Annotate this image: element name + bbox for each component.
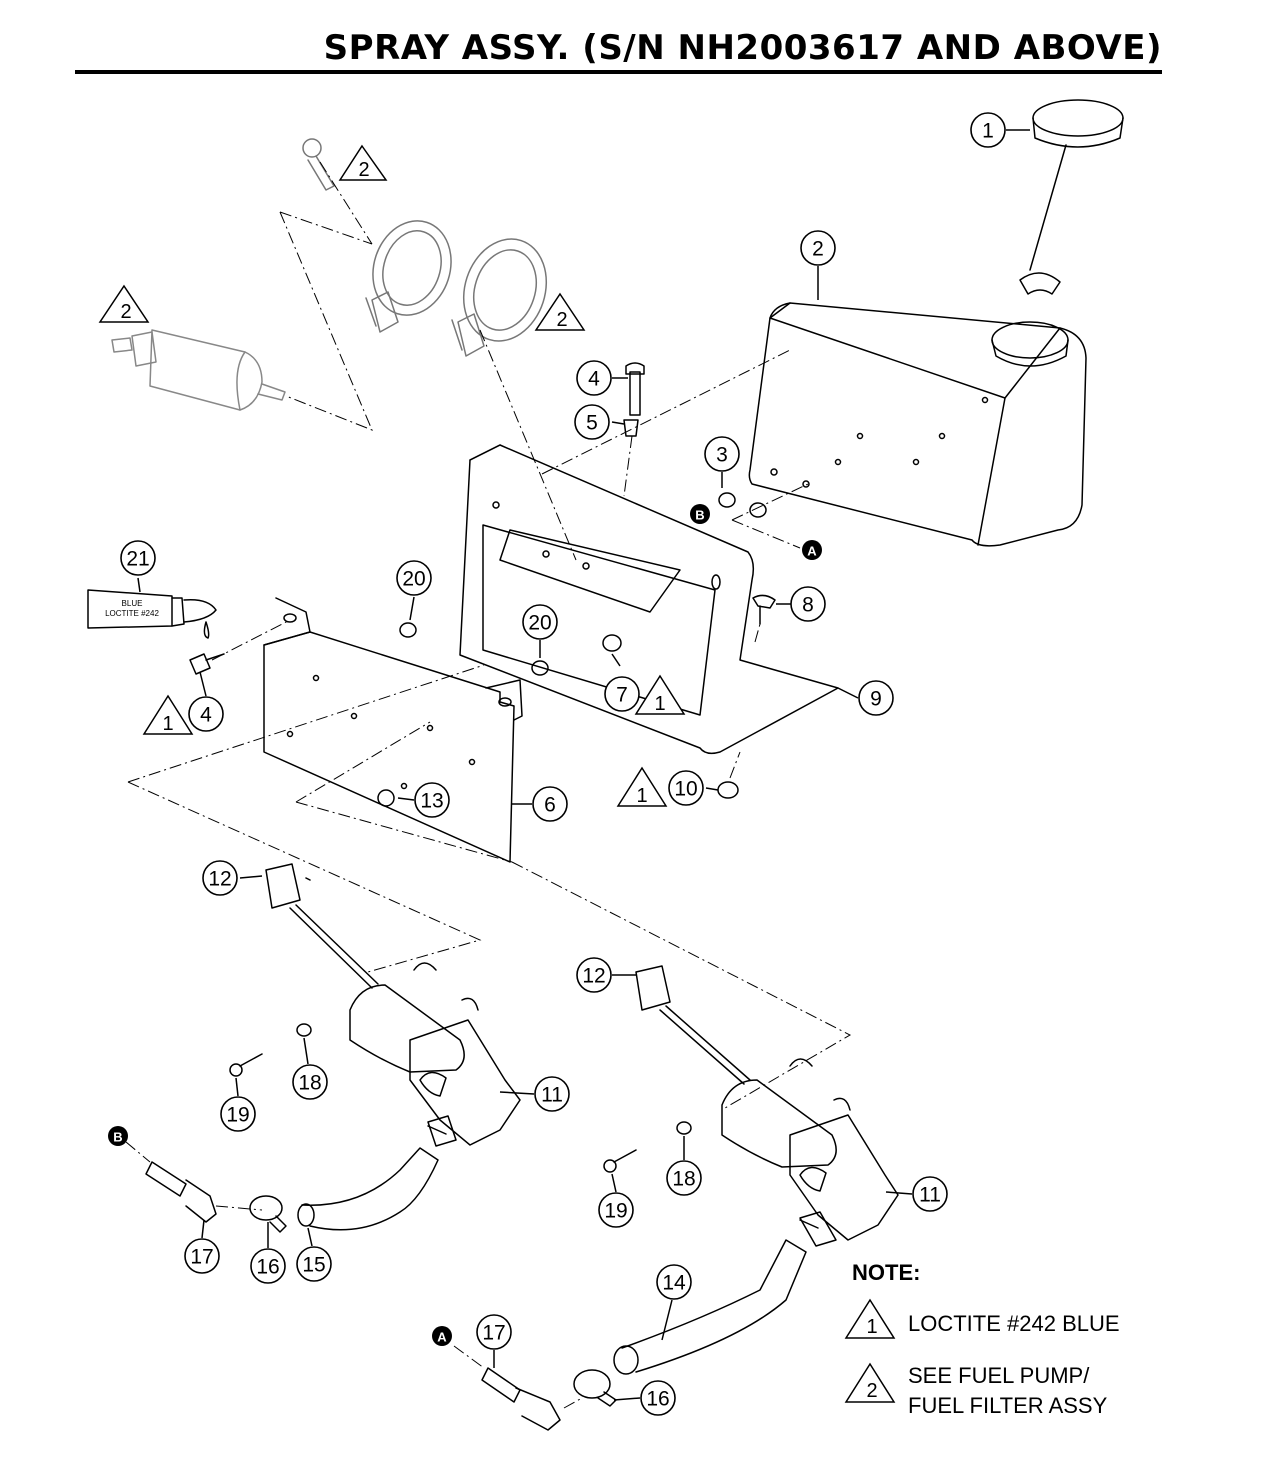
triangle-markers — [98, 144, 686, 807]
pump-part — [265, 863, 521, 1147]
mounting-plate-part — [263, 597, 523, 863]
callout-9: 9 — [870, 688, 882, 711]
note-marker-1: 1 — [636, 785, 647, 807]
callout-3: 3 — [716, 444, 728, 467]
page-title: SPRAY ASSY. (S/N NH2003617 AND ABOVE) — [323, 28, 1162, 68]
callout-10: 10 — [674, 778, 697, 801]
callout-20: 20 — [402, 568, 425, 591]
callout-12: 12 — [208, 868, 231, 891]
screw-part — [302, 138, 335, 191]
note-marker-1: 1 — [162, 713, 173, 735]
callout-2: 2 — [812, 238, 824, 261]
callout-16: 16 — [646, 1388, 669, 1411]
assembly-lines — [125, 161, 852, 1409]
callout-11: 11 — [541, 1084, 563, 1107]
callout-numbers: 1 2 3 4 5 7 8 9 10 21 20 20 4 6 13 12 11… — [126, 120, 994, 1411]
callout-13: 13 — [420, 790, 443, 813]
tank-cap-part — [1019, 99, 1124, 295]
legend-marker-2: 2 — [866, 1380, 877, 1402]
hose-clamp-part — [451, 238, 548, 357]
note-2-text-line2: FUEL FILTER ASSY — [908, 1393, 1108, 1418]
callout-17: 17 — [482, 1322, 505, 1345]
spray-tank-part — [748, 302, 1087, 547]
hose-clamp-part — [365, 220, 452, 333]
callout-6: 6 — [544, 794, 556, 817]
note-marker-1: 1 — [654, 693, 665, 715]
leader-lines — [137, 129, 1030, 1401]
legend-triangles — [844, 1298, 896, 1403]
callout-4: 4 — [200, 704, 212, 727]
callout-19: 19 — [604, 1200, 627, 1223]
reference-b: B — [695, 508, 704, 523]
callout-16: 16 — [256, 1256, 279, 1279]
hose-clamp-part — [249, 1195, 617, 1407]
reference-a: A — [807, 544, 817, 559]
callout-14: 14 — [662, 1272, 686, 1295]
note-marker-2: 2 — [556, 309, 567, 331]
callout-19: 19 — [226, 1104, 249, 1127]
callout-5: 5 — [586, 412, 598, 435]
callout-17: 17 — [190, 1246, 213, 1269]
hose-part — [297, 1147, 439, 1231]
hardware-parts — [189, 362, 776, 799]
callout-11: 11 — [919, 1184, 941, 1207]
callout-1: 1 — [982, 120, 994, 143]
washer-screw-parts — [229, 1023, 819, 1229]
callout-20: 20 — [528, 612, 551, 635]
callout-15: 15 — [302, 1254, 325, 1277]
note-marker-2: 2 — [358, 159, 369, 181]
pump-part — [635, 965, 899, 1247]
note-marker-2: 2 — [120, 301, 131, 323]
notes-heading: NOTE: — [852, 1260, 921, 1285]
reference-markers: A B B A — [108, 504, 822, 1346]
reference-b: B — [113, 1130, 122, 1145]
callout-18: 18 — [298, 1072, 321, 1095]
callout-18: 18 — [672, 1168, 695, 1191]
tube-label-line1: BLUE — [122, 599, 143, 608]
callout-12: 12 — [582, 965, 605, 988]
fitting-part — [145, 1161, 561, 1431]
callout-7: 7 — [616, 684, 628, 707]
triangle-numbers: 2 2 2 1 1 1 — [120, 159, 665, 807]
reference-a: A — [437, 1330, 447, 1345]
fuel-filter-part — [111, 329, 286, 411]
mounting-bracket-part — [459, 444, 839, 755]
callout-8: 8 — [802, 594, 814, 617]
callout-circles — [120, 112, 1006, 1416]
title-rule — [75, 70, 1162, 74]
note-1-text: LOCTITE #242 BLUE — [908, 1311, 1120, 1336]
loctite-tube-part — [87, 589, 217, 639]
tube-label-line2: LOCTITE #242 — [105, 609, 159, 618]
callout-21: 21 — [126, 548, 149, 571]
callout-4: 4 — [588, 368, 600, 391]
hose-part — [613, 1239, 807, 1375]
note-2-text-line1: SEE FUEL PUMP/ — [908, 1363, 1090, 1388]
legend-marker-1: 1 — [866, 1316, 877, 1338]
